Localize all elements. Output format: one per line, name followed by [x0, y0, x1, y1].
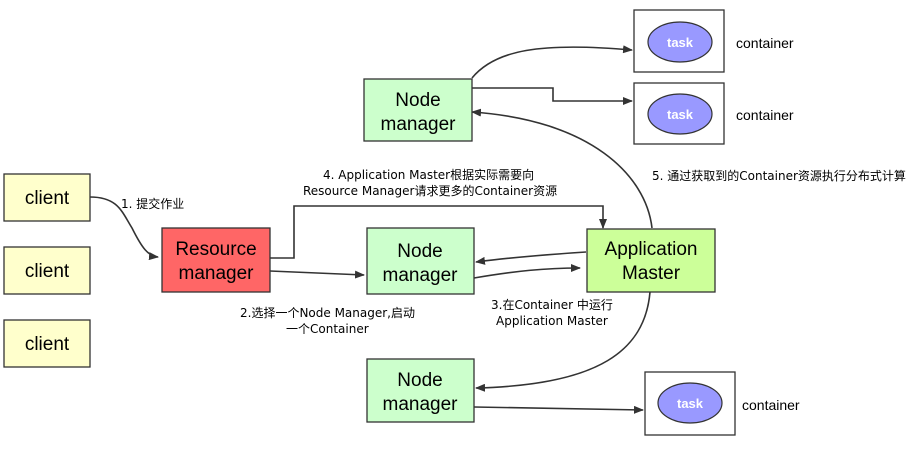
edge-am-to-top-nm [471, 108, 653, 229]
client-node: client [3, 173, 91, 222]
label-request-more-line1: 4. Application Master根据实际需要向 [323, 167, 534, 182]
container-box: task [644, 371, 736, 436]
label-run-am-line2: Application Master [496, 314, 608, 328]
resource-manager-label-line2: manager [179, 263, 255, 284]
label-choose-nm-line2: 一个Container [286, 322, 369, 336]
task-ellipse [647, 21, 713, 63]
edge-am-to-nm [475, 251, 587, 265]
label-run-am-line1: 3.在Container 中运行 [491, 297, 613, 312]
task-label: task [667, 107, 694, 122]
edge-bottom-nm-to-task [473, 405, 644, 414]
node-manager-label-line1: Node [397, 241, 442, 262]
client-node: client [3, 319, 91, 368]
application-master-node: Application Master [586, 228, 716, 293]
node-manager-top: Node manager [363, 78, 473, 142]
edge-am-request-more [270, 205, 607, 259]
edge-nm-to-am [473, 264, 581, 279]
application-master-label-line1: Application [605, 239, 698, 260]
client-label: client [25, 261, 70, 282]
task-ellipse [657, 382, 723, 424]
container-label: container [736, 35, 794, 51]
application-master-label-line2: Master [622, 263, 681, 284]
client-label: client [25, 188, 70, 209]
client-label: client [25, 334, 70, 355]
node-manager-label-line2: manager [383, 394, 459, 415]
task-ellipse [647, 93, 713, 135]
node-manager-label-line1: Node [395, 90, 440, 111]
resource-manager-node: Resource manager [161, 227, 271, 293]
container-label: container [742, 397, 800, 413]
task-label: task [677, 396, 704, 411]
task-label: task [667, 35, 694, 50]
node-manager-label-line2: manager [381, 114, 457, 135]
edge-client-to-rm [89, 196, 159, 261]
container-box: task [633, 9, 725, 73]
edge-top-nm-to-task1 [471, 45, 633, 79]
edge-top-nm-to-task2 [472, 87, 633, 105]
node-manager-middle: Node manager [366, 227, 475, 295]
label-request-more-line2: Resource Manager请求更多的Container资源 [303, 183, 557, 198]
container-box: task [633, 82, 725, 145]
edge-rm-to-nm [269, 270, 365, 279]
node-manager-bottom: Node manager [366, 358, 475, 423]
node-manager-label-line2: manager [383, 265, 459, 286]
label-submit-job: 1. 提交作业 [121, 196, 184, 211]
label-choose-nm-line1: 2.选择一个Node Manager,启动 [240, 306, 415, 320]
resource-manager-label-line1: Resource [175, 239, 256, 260]
edge-am-to-bottom-nm [475, 291, 651, 392]
node-manager-label-line1: Node [397, 370, 442, 391]
container-label: container [736, 107, 794, 123]
label-execute: 5. 通过获取到的Container资源执行分布式计算 [652, 168, 906, 183]
client-node: client [3, 246, 91, 295]
